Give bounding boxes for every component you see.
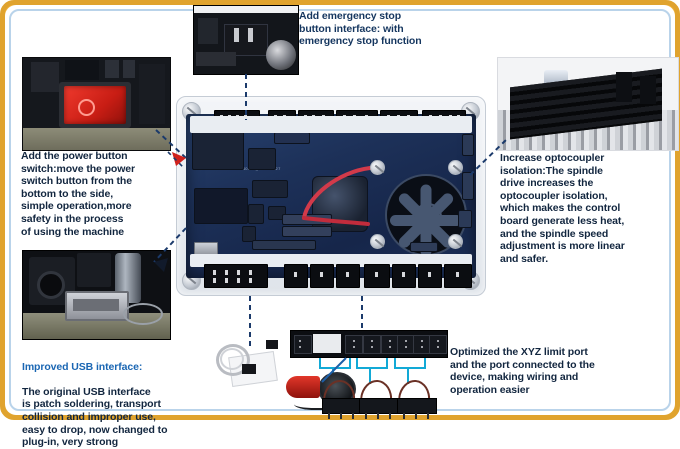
limit-switch-3 <box>393 378 437 419</box>
bottom-header-1 <box>204 264 268 288</box>
caption-emergency-stop: Add emergency stop button interface: wit… <box>299 10 422 48</box>
cnc-controller-board: F4050E_V3-201027 <box>176 96 486 296</box>
caption-usb-interface: Improved USB interface: The original USB… <box>22 348 218 449</box>
caption-power-switch: Add the power button switch:move the pow… <box>21 150 136 238</box>
heatsink-photo <box>497 57 679 151</box>
bracket-group-2 <box>356 358 388 369</box>
bottom-header-8 <box>444 264 472 288</box>
usb-connector <box>65 291 129 321</box>
caption-usb-heading: Improved USB interface: <box>22 360 143 373</box>
bottom-header-2 <box>284 264 308 288</box>
infographic-root: F4050E_V3-201027 <box>0 0 680 420</box>
caption-xyz-limit: Optimized the XYZ limit port and the por… <box>450 346 595 396</box>
emergency-stop-connector-photo <box>193 5 299 75</box>
bottom-header-3 <box>310 264 334 288</box>
limit-switch-2 <box>355 378 399 419</box>
usb-port-photo <box>22 250 171 340</box>
red-power-wire <box>302 166 372 226</box>
red-rocker-switch-photo <box>22 57 171 151</box>
bracket-group-3 <box>394 358 426 369</box>
bottom-header-7 <box>418 264 442 288</box>
caption-usb-body: The original USB interface is patch sold… <box>22 385 168 449</box>
power-switch-rocker <box>59 82 131 128</box>
caption-optocoupler: Increase optocoupler isolation:The spind… <box>500 152 625 265</box>
proximity-sensor-module <box>214 340 286 388</box>
bottom-header-5 <box>364 264 390 288</box>
bottom-header-4 <box>336 264 360 288</box>
port-connector-strip <box>290 330 448 358</box>
bottom-header-6 <box>392 264 416 288</box>
